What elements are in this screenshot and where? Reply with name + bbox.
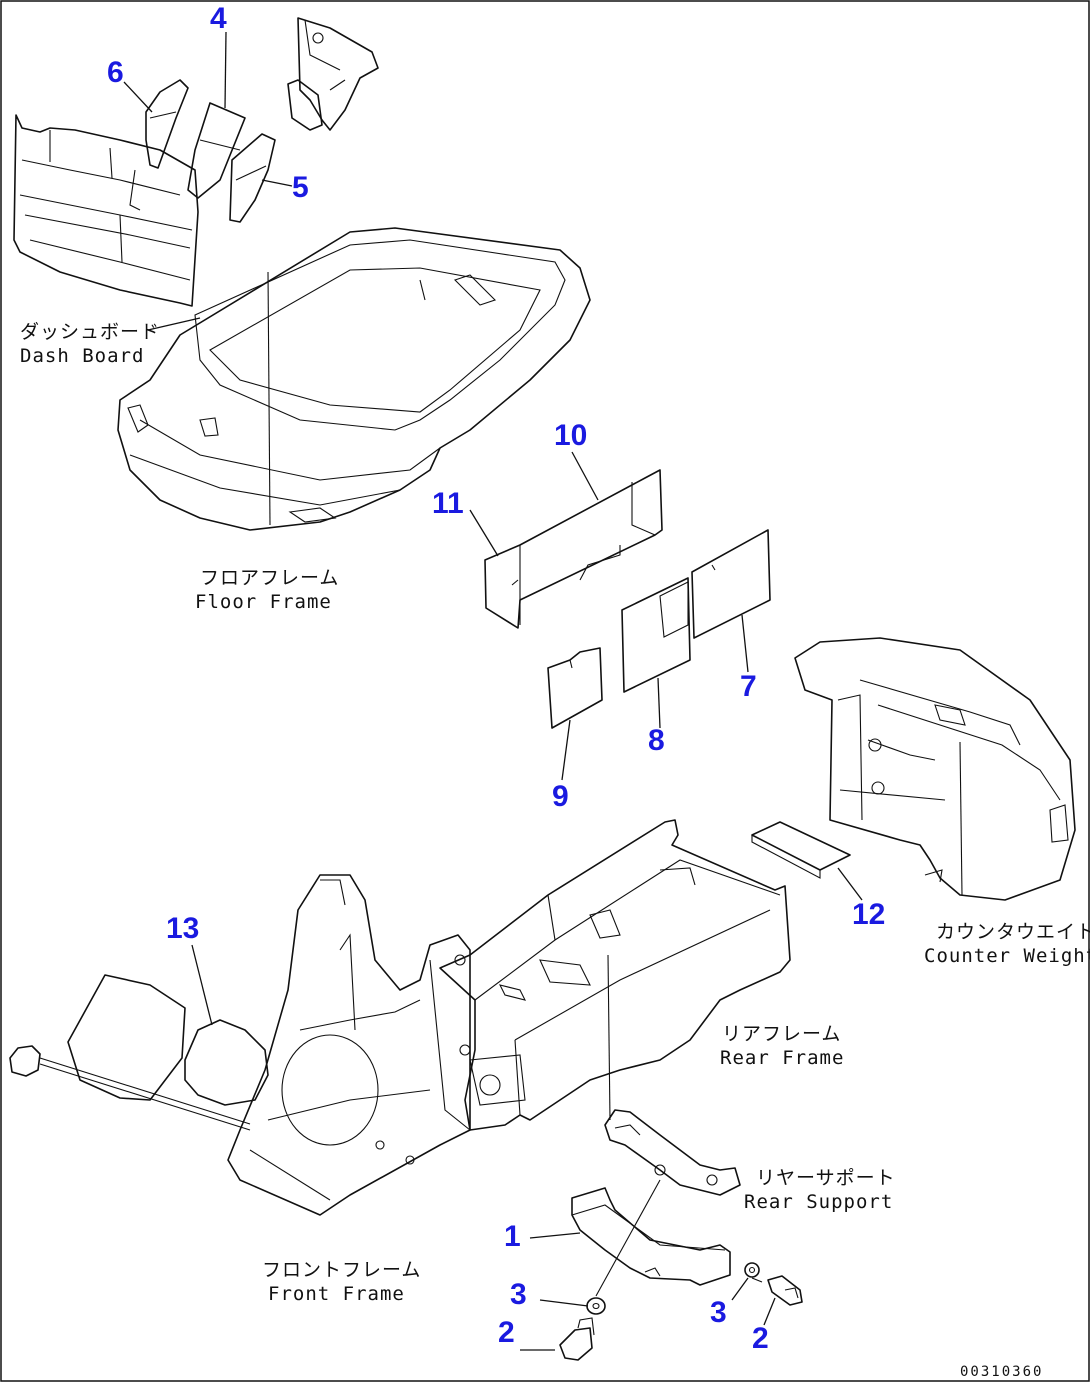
callout-3-left: 3 — [510, 1278, 527, 1311]
drawing-code: 00310360 — [960, 1364, 1043, 1380]
callout-6: 6 — [107, 56, 124, 89]
part-6-panel — [145, 79, 189, 169]
part-8-panel — [621, 577, 691, 693]
counter-weight-label-en: Counter Weight — [924, 945, 1090, 967]
callout-9: 9 — [552, 780, 569, 813]
counter-weight-label-jp: カウンタウエイト — [936, 921, 1090, 943]
callout-7: 7 — [740, 670, 757, 703]
floor-frame-part — [117, 227, 591, 531]
callout-5: 5 — [292, 171, 309, 204]
rear-support-label-en: Rear Support — [744, 1191, 893, 1213]
rear-support-label-jp: リヤーサポート — [756, 1167, 896, 1189]
callout-1: 1 — [504, 1220, 521, 1253]
callout-12: 12 — [852, 898, 885, 931]
callout-2-right: 2 — [752, 1322, 769, 1355]
part-13-cover — [67, 974, 269, 1106]
dash-bracket-assembly — [287, 17, 379, 131]
callout-10: 10 — [554, 419, 587, 452]
callout-11: 11 — [432, 487, 464, 520]
part-1-bracket — [571, 1187, 731, 1286]
callout-3-right: 3 — [710, 1296, 727, 1329]
floor-frame-label-en: Floor Frame — [195, 591, 332, 613]
front-frame-label-en: Front Frame — [268, 1283, 405, 1305]
counter-weight-part — [794, 637, 1076, 901]
callout-2-left: 2 — [498, 1316, 515, 1349]
rear-support-part — [604, 1109, 741, 1196]
part-7-panel — [691, 529, 771, 639]
floor-frame-label-jp: フロアフレーム — [200, 567, 339, 589]
dash-board-label-en: Dash Board — [20, 345, 144, 367]
callout-4: 4 — [210, 2, 227, 35]
washer-3-right — [744, 1262, 760, 1278]
front-frame-part — [227, 874, 471, 1216]
part-10-11-panel — [484, 469, 663, 629]
rear-frame-label-jp: リアフレーム — [722, 1023, 841, 1045]
dash-board-part — [13, 114, 199, 307]
bolt-pin — [9, 1045, 251, 1131]
bolt-2-right — [767, 1275, 803, 1306]
callout-13: 13 — [166, 912, 199, 945]
callout-8: 8 — [648, 724, 665, 757]
callout-numbers: 4 6 5 10 11 7 8 9 12 13 1 3 2 3 2 — [107, 2, 885, 1355]
bolt-2-left — [559, 1317, 595, 1361]
part-4-panel — [187, 102, 246, 199]
leader-lines — [123, 31, 863, 1351]
rear-frame-label-en: Rear Frame — [720, 1047, 844, 1069]
part-captions: ダッシュボード Dash Board フロアフレーム Floor Frame カ… — [20, 321, 1090, 1305]
part-9-panel — [547, 647, 603, 729]
dash-board-label-jp: ダッシュボード — [20, 321, 160, 343]
part-5-panel — [229, 133, 276, 223]
front-frame-label-jp: フロントフレーム — [262, 1259, 421, 1281]
part-12-plate — [751, 821, 851, 879]
